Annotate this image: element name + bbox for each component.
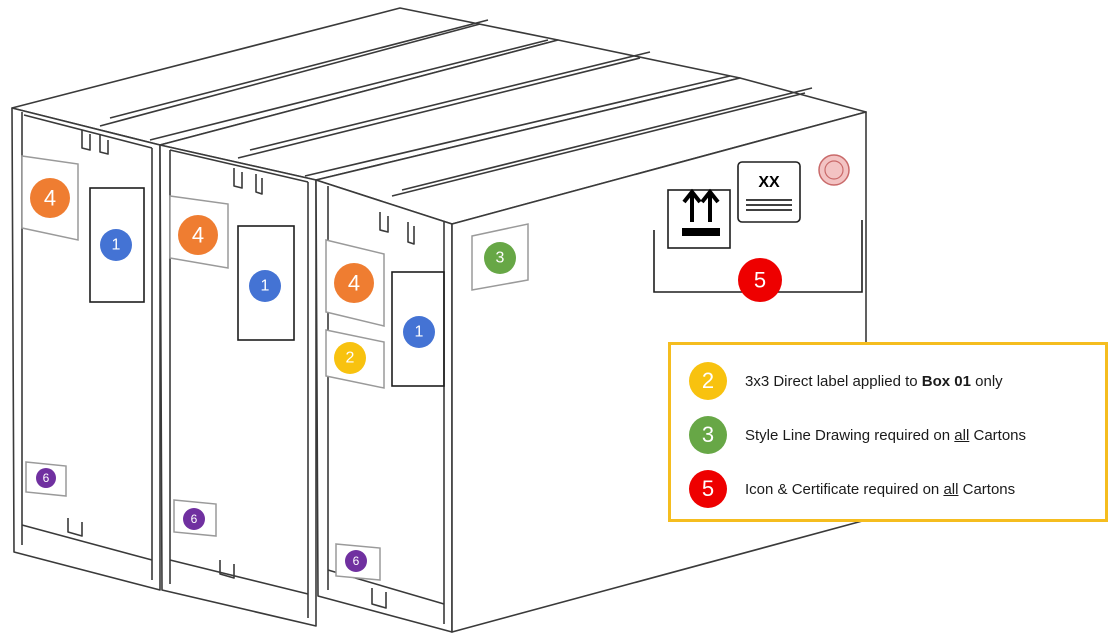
badge-4-carton-1: 4 — [30, 178, 70, 218]
svg-text:1: 1 — [112, 237, 121, 254]
xx-marking-text: XX — [758, 174, 780, 191]
this-way-up-arrows-icon — [667, 188, 731, 249]
legend-text-3: Style Line Drawing required on all Carto… — [745, 426, 1027, 444]
badge-2-carton-3: 2 — [334, 342, 366, 374]
svg-text:1: 1 — [261, 278, 270, 295]
legend-box: 2 3x3 Direct label applied to Box 01 onl… — [668, 342, 1108, 522]
legend-item-2: 2 3x3 Direct label applied to Box 01 onl… — [689, 361, 1003, 401]
legend-badge-5: 5 — [689, 470, 727, 508]
badge-1-carton-1: 1 — [100, 229, 132, 261]
badge-6-carton-3: 6 — [345, 550, 367, 572]
badge-1-carton-2: 1 — [249, 270, 281, 302]
svg-text:6: 6 — [43, 471, 50, 485]
badge-4-carton-3: 4 — [334, 263, 374, 303]
certificate-seal-icon — [818, 154, 850, 186]
label-box-1-carton-3 — [391, 271, 445, 387]
legend-text-2: 3x3 Direct label applied to Box 01 only — [745, 372, 1003, 390]
legend-text-5: Icon & Certificate required on all Carto… — [745, 480, 1016, 498]
label-box-1-carton-1 — [89, 187, 145, 303]
badge-3-side: 3 — [484, 242, 516, 274]
svg-text:2: 2 — [346, 350, 355, 367]
svg-text:6: 6 — [353, 554, 360, 568]
badge-5-side: 5 — [738, 258, 782, 302]
svg-text:6: 6 — [191, 512, 198, 526]
label-box-1-carton-2 — [237, 225, 295, 341]
legend-badge-3: 3 — [689, 416, 727, 454]
svg-text:4: 4 — [348, 271, 360, 296]
badge-4-carton-2: 4 — [178, 215, 218, 255]
svg-text:5: 5 — [754, 268, 766, 293]
svg-text:4: 4 — [192, 223, 204, 248]
badge-6-carton-2: 6 — [183, 508, 205, 530]
svg-text:4: 4 — [44, 186, 56, 211]
legend-item-3: 3 Style Line Drawing required on all Car… — [689, 415, 1026, 455]
legend-item-5: 5 Icon & Certificate required on all Car… — [689, 469, 1015, 509]
svg-text:1: 1 — [415, 324, 424, 341]
svg-text:3: 3 — [496, 250, 505, 267]
legend-badge-2: 2 — [689, 362, 727, 400]
badge-6-carton-1: 6 — [36, 468, 56, 488]
xx-marking-icon: XX — [737, 161, 801, 223]
badge-1-carton-3: 1 — [403, 316, 435, 348]
